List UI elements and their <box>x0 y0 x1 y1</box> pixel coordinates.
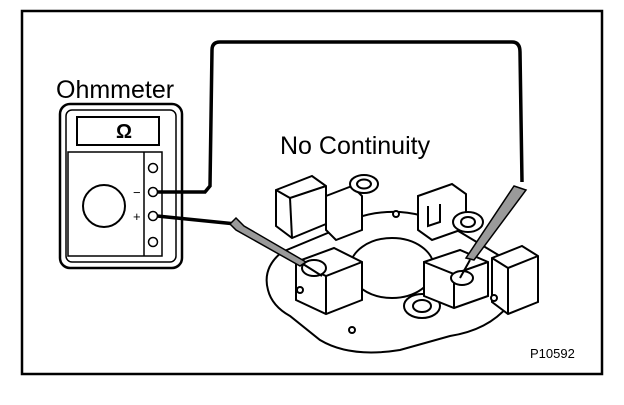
rivet-front-center-hole <box>412 299 432 313</box>
ohm-symbol: Ω <box>116 121 133 143</box>
brush-holder-icon <box>265 174 539 354</box>
rivet-back-center-hole <box>356 178 372 190</box>
terminal-plus <box>147 210 159 222</box>
ohmmeter-icon: − + <box>58 102 184 270</box>
negative-lead-wire <box>157 40 524 194</box>
meter-inner-panel <box>65 109 177 263</box>
probe-right-body <box>464 185 528 261</box>
minus-sign: − <box>133 185 141 200</box>
probe-right-tip <box>459 259 471 279</box>
holder-back-right-slot <box>427 204 441 228</box>
mount-hole-3 <box>348 326 356 334</box>
meter-dial <box>82 184 126 228</box>
no-continuity-label: No Continuity <box>280 132 431 160</box>
figure-id: P10592 <box>530 346 575 361</box>
test-probe-icon <box>228 185 528 279</box>
positive-lead-wire <box>156 214 237 226</box>
holder-back-left <box>325 184 363 242</box>
mount-hole-1 <box>296 286 304 294</box>
probe-left-tip <box>302 263 323 277</box>
terminal-minus <box>147 186 159 198</box>
terminal-4 <box>147 236 159 248</box>
mount-hole-2 <box>490 294 498 302</box>
terminal-front-right <box>450 270 474 286</box>
brush-back-left-edge <box>289 197 293 239</box>
holder-back-right <box>417 182 467 242</box>
holder-front-left <box>295 246 363 316</box>
terminal-front-left <box>301 259 327 277</box>
rivet-right-hole <box>460 216 476 228</box>
mount-hole-4 <box>392 210 400 218</box>
probe-left-body <box>228 216 308 267</box>
brush-right <box>491 244 539 316</box>
meter-display <box>76 116 160 146</box>
plus-sign: + <box>133 209 141 224</box>
ohmmeter-label: Ohmmeter <box>56 76 175 104</box>
terminal-1 <box>147 162 159 174</box>
